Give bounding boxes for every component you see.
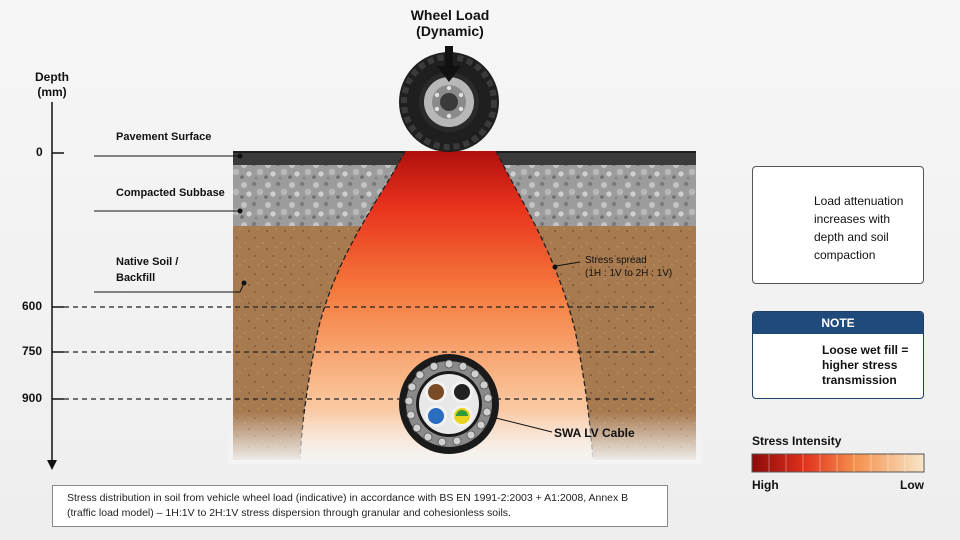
label-subbase: Compacted Subbase bbox=[116, 187, 225, 199]
down-arrow-icon bbox=[437, 46, 461, 82]
attenuation-line4: compaction bbox=[814, 248, 876, 262]
stress-spread-line1: Stress spread bbox=[585, 255, 647, 266]
wheel-load-title: Wheel Load (Dynamic) bbox=[400, 7, 500, 39]
label-pavement: Pavement Surface bbox=[116, 131, 212, 143]
note-line2: higher stress bbox=[822, 358, 898, 372]
note-line3: transmission bbox=[822, 373, 897, 387]
depth-tick-900: 900 bbox=[22, 391, 43, 405]
note-header: NOTE bbox=[753, 312, 923, 334]
legend-low: Low bbox=[900, 478, 924, 492]
cable-section-icon bbox=[399, 354, 499, 454]
attenuation-box bbox=[752, 166, 924, 284]
note-text: Loose wet fill = higher stress transmiss… bbox=[822, 343, 908, 388]
depth-tick-750: 750 bbox=[22, 344, 43, 358]
attenuation-text: Load attenuation increases with depth an… bbox=[814, 192, 903, 264]
depth-tick-0: 0 bbox=[36, 145, 43, 159]
attenuation-line2: increases with bbox=[814, 212, 891, 226]
native-line1: Native Soil / bbox=[116, 256, 179, 268]
stress-legend-bar bbox=[751, 453, 925, 473]
stress-spread-line2: (1H : 1V to 2H : 1V) bbox=[585, 268, 673, 279]
wheel-load-line2: (Dynamic) bbox=[416, 23, 484, 39]
note-line1: Loose wet fill = bbox=[822, 343, 909, 357]
depth-tick-600: 600 bbox=[22, 299, 43, 313]
attenuation-line1: Load attenuation bbox=[814, 194, 904, 208]
depth-title-line2: (mm) bbox=[37, 85, 67, 99]
caption-box: Stress distribution in soil from vehicle… bbox=[52, 485, 668, 527]
stress-spread-label: Stress spread (1H : 1V to 2H : 1V) bbox=[585, 254, 672, 280]
caption-text: Stress distribution in soil from vehicle… bbox=[67, 492, 629, 519]
wheel-load-line1: Wheel Load bbox=[410, 7, 490, 23]
depth-axis-arrow-icon bbox=[47, 460, 57, 470]
legend-title: Stress Intensity bbox=[752, 434, 842, 448]
depth-axis-title: Depth (mm) bbox=[30, 70, 74, 100]
native-line2: Backfill bbox=[116, 272, 156, 284]
label-native-soil: Native Soil / Backfill bbox=[116, 254, 178, 286]
note-box: NOTE bbox=[752, 311, 924, 399]
cable-label: SWA LV Cable bbox=[554, 426, 635, 440]
depth-title-line1: Depth bbox=[35, 70, 69, 84]
tyre-icon bbox=[399, 52, 499, 152]
legend-high: High bbox=[752, 478, 779, 492]
attenuation-line3: depth and soil bbox=[814, 230, 889, 244]
